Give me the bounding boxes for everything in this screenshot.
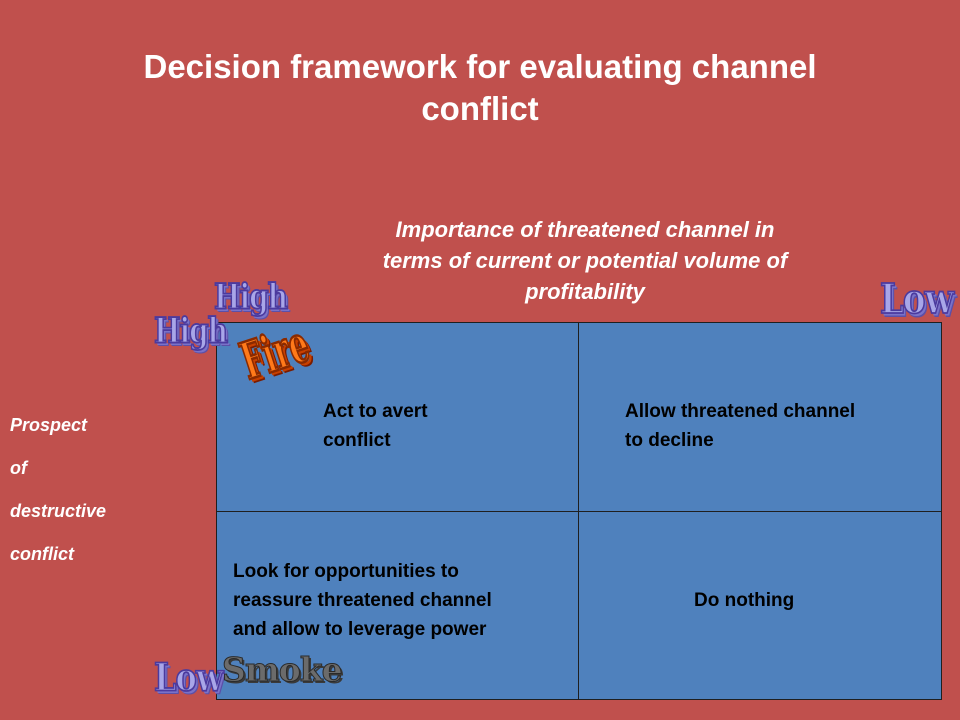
column-axis-label: Importance of threatened channel in term… — [320, 214, 850, 307]
row-axis-label: Prospect of destructive conflict — [10, 408, 106, 580]
cell-top-right: Allow threatened channel to decline — [625, 397, 855, 455]
cell-top-right-line-1: Allow threatened channel — [625, 401, 856, 422]
column-low-wordart: Low — [879, 275, 954, 325]
smoke-wordart: Smoke — [222, 650, 344, 690]
slide-title-line-2: conflict — [421, 90, 539, 127]
row-axis-word-3: destructive — [10, 501, 107, 521]
column-axis-line-2: terms of current or potential volume of — [382, 248, 788, 273]
cell-top-left-line-1: Act to avert — [323, 401, 428, 422]
cell-bottom-left-line-1: Look for opportunities to — [233, 561, 459, 582]
row-axis-word-2: of — [10, 458, 27, 478]
column-axis-line-3: profitability — [525, 279, 645, 304]
cell-bottom-right: Do nothing — [694, 586, 794, 615]
row-axis-word-1: Prospect — [10, 415, 88, 435]
row-axis-word-4: conflict — [10, 544, 75, 564]
slide-title-line-1: Decision framework for evaluating channe… — [143, 48, 817, 85]
row-low-wordart: Low — [153, 654, 224, 701]
slide-title: Decision framework for evaluating channe… — [60, 46, 900, 130]
cell-top-left-line-2: conflict — [323, 430, 391, 451]
cell-top-right-line-2: to decline — [625, 430, 714, 451]
decision-matrix: Act to avert conflict Allow threatened c… — [216, 322, 942, 700]
cell-bottom-right-text: Do nothing — [694, 590, 795, 611]
column-axis-line-1: Importance of threatened channel in — [395, 217, 775, 242]
row-high-wordart: High — [153, 309, 229, 352]
cell-top-left: Act to avert conflict — [323, 397, 428, 455]
column-high-wordart: High — [213, 275, 289, 318]
cell-bottom-left-line-3: and allow to leverage power — [233, 619, 487, 640]
matrix-horizontal-divider — [217, 511, 941, 512]
cell-bottom-left-line-2: reassure threatened channel — [233, 590, 492, 611]
cell-bottom-left: Look for opportunities to reassure threa… — [233, 557, 492, 644]
